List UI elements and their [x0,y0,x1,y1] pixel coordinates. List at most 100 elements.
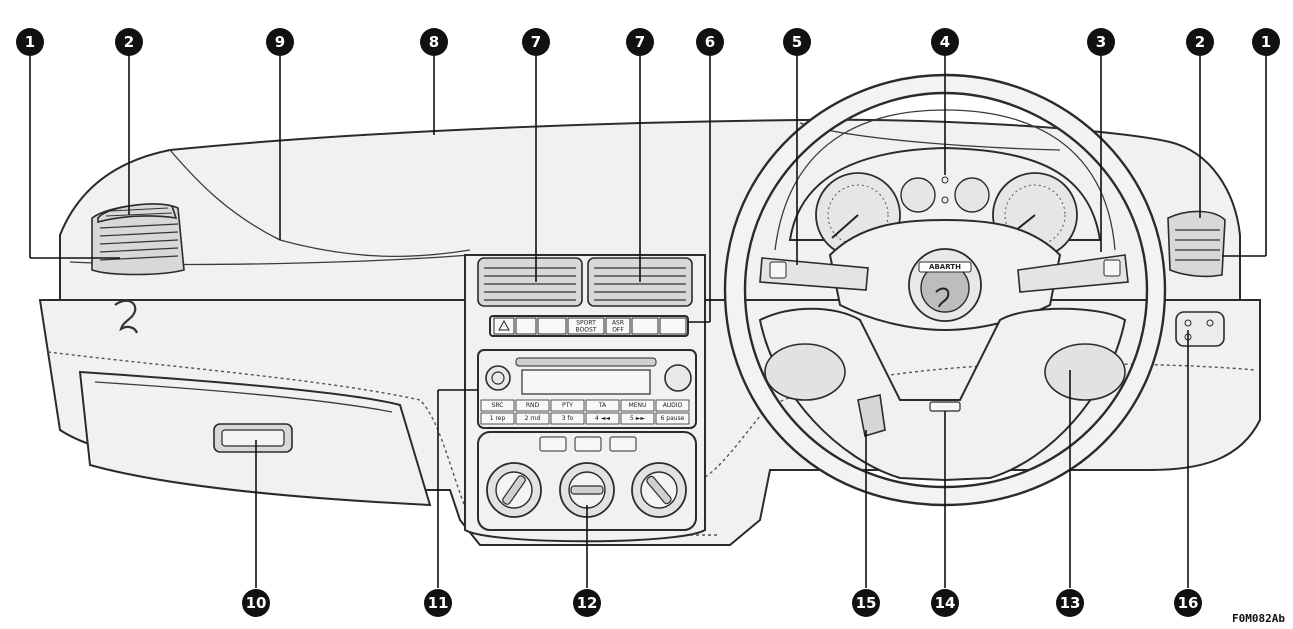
radio-button[interactable] [620,412,655,425]
air-distribution-knob[interactable] [631,462,687,518]
radio-button[interactable] [620,399,655,412]
callout-3: 3 [1087,28,1115,56]
callout-16: 16 [1174,589,1202,617]
asr-off-button[interactable] [605,317,631,335]
radio-button-label: 3 fo [562,415,574,422]
svg-text:9: 9 [275,33,285,51]
left-stalk[interactable] [759,257,869,291]
callout-8: 8 [420,28,448,56]
radio-button[interactable] [480,412,515,425]
radio-button-label: 6 pause [661,415,685,422]
radio-button-label: 1 rep [490,415,506,422]
svg-text:16: 16 [1178,594,1199,612]
boost-label: BOOST [576,327,597,334]
steering-adjust-lever[interactable] [857,394,886,438]
cd-slot [515,357,657,367]
radio-button[interactable] [585,412,620,425]
asr-label: ASR [612,320,624,327]
svg-text:2: 2 [1195,33,1205,51]
figure-code: F0M082Ab [1232,612,1285,625]
scorpion-logo-icon [114,299,139,334]
radio-button[interactable] [655,399,690,412]
callouts: 1 2 9 8 7 7 6 5 4 3 2 1 10 11 12 13 14 1… [16,28,1280,617]
right-vents [1167,210,1226,278]
scorpion-badge-icon [935,287,950,308]
fan-speed-knob[interactable] [559,462,615,518]
callout-1-right: 1 [1252,28,1280,56]
door-lock-button[interactable] [515,317,537,335]
sport-label: SPORT [576,320,596,327]
right-stalk[interactable] [1017,254,1129,293]
callout-1-left: 1 [16,28,44,56]
svg-text:11: 11 [428,594,449,612]
radio-button[interactable] [515,399,550,412]
headlamp-adjust-switch[interactable] [1175,311,1225,347]
left-vents [91,203,185,276]
callout-7-left: 7 [522,28,550,56]
callout-11: 11 [424,589,452,617]
radio-button[interactable] [515,412,550,425]
callout-12: 12 [573,589,601,617]
svg-text:6: 6 [705,33,715,51]
callout-10: 10 [242,589,270,617]
svg-text:4: 4 [940,33,950,51]
callout-5: 5 [783,28,811,56]
callout-9: 9 [266,28,294,56]
ac-button[interactable] [609,436,637,452]
svg-text:2: 2 [124,33,134,51]
callout-6: 6 [696,28,724,56]
steering-wheel[interactable]: ABARTH [723,73,1167,507]
radio-button-label: SRC [492,402,504,409]
svg-text:5: 5 [792,33,802,51]
svg-text:12: 12 [577,594,598,612]
off-label: OFF [612,327,624,334]
rear-fog-button[interactable] [537,317,567,335]
spare-button-2[interactable] [659,317,687,335]
radio-button-label: 4 ◄◄ [595,415,610,422]
temperature-knob[interactable] [486,462,542,518]
radio-button-label: 2 rnd [525,415,541,422]
sport-boost-button[interactable] [567,317,605,335]
radio-button[interactable] [655,412,690,425]
radio-nav-pad[interactable] [664,364,692,392]
radio-button-label: RND [526,402,540,409]
radio-volume-knob[interactable] [485,365,511,391]
radio-button[interactable] [550,412,585,425]
callout-14: 14 [931,589,959,617]
svg-text:8: 8 [429,33,439,51]
radio-button-label: TA [598,402,607,409]
callout-7-right: 7 [626,28,654,56]
radio-button[interactable] [550,399,585,412]
radio-button-label: MENU [629,402,647,409]
radio-display [521,369,651,395]
center-console: SPORT BOOST ASR OFF SRC RND PTY TA MENU AUDIO… [464,254,706,543]
callout-2-right: 2 [1186,28,1214,56]
hazard-icon [498,319,510,331]
radio-button-label: AUDIO [663,402,683,409]
callout-2-left: 2 [115,28,143,56]
leader-lines [29,55,1267,588]
recirculation-button[interactable] [574,436,602,452]
svg-text:10: 10 [246,594,267,612]
callout-15: 15 [852,589,880,617]
radio-button[interactable] [585,399,620,412]
badge-text: ABARTH [929,263,961,271]
svg-text:1: 1 [25,33,35,51]
callout-4: 4 [931,28,959,56]
radio-button[interactable] [480,399,515,412]
spare-button-1[interactable] [631,317,659,335]
radio-button-row: SRC RND PTY TA MENU AUDIO 1 rep 2 rnd 3 fo 4 ◄◄ 5 … [480,399,690,425]
svg-text:14: 14 [935,594,956,612]
svg-text:1: 1 [1261,33,1271,51]
rear-defrost-button[interactable] [539,436,567,452]
svg-text:15: 15 [856,594,877,612]
svg-text:13: 13 [1060,594,1081,612]
center-vent-left[interactable] [477,257,583,307]
radio-button-label: 5 ►► [630,415,645,422]
svg-text:7: 7 [635,33,645,51]
radio-button-label: PTY [562,402,573,409]
callout-13: 13 [1056,589,1084,617]
center-gauges [900,176,990,213]
